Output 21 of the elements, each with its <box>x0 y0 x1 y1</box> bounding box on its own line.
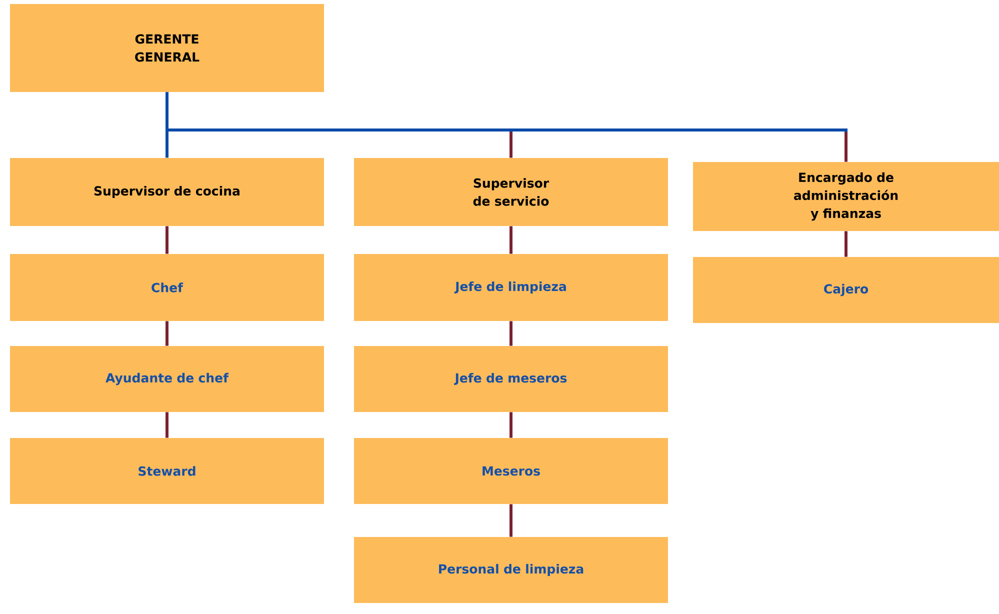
connector-line <box>166 321 168 346</box>
org-box: Steward <box>10 438 324 504</box>
org-box: Meseros <box>354 438 668 504</box>
connector-line <box>510 321 512 346</box>
connector-line <box>166 412 168 438</box>
org-box: Jefe de meseros <box>354 346 668 412</box>
connector-line <box>166 226 168 254</box>
connector-line <box>510 412 512 438</box>
connector-line <box>166 92 848 162</box>
org-box: Cajero <box>693 257 999 323</box>
connector-line <box>510 226 512 254</box>
connector-line <box>844 231 848 257</box>
org-box: Supervisor de servicio <box>354 158 668 226</box>
org-box: Personal de limpieza <box>354 537 668 603</box>
org-box: Supervisor de cocina <box>10 158 324 226</box>
org-box: GERENTE GENERAL <box>10 4 324 92</box>
org-box: Ayudante de chef <box>10 346 324 412</box>
org-box: Jefe de limpieza <box>354 254 668 321</box>
org-box: Encargado de administración y finanzas <box>693 162 999 231</box>
connector-line <box>510 504 512 537</box>
org-box: Chef <box>10 254 324 321</box>
